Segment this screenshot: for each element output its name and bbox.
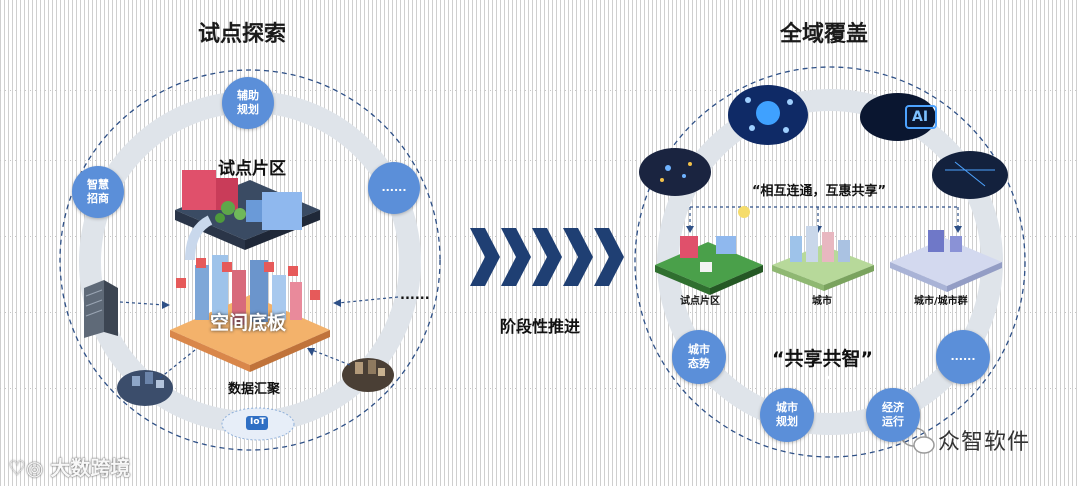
bulb-icon bbox=[738, 206, 750, 218]
right-title: 全域覆盖 bbox=[780, 16, 868, 48]
city-cluster-left bbox=[117, 370, 173, 406]
interconnect-quote: “相互连通，互惠共享” bbox=[752, 180, 886, 199]
ai-label: AI bbox=[912, 109, 928, 125]
left-building-illustration bbox=[84, 280, 118, 338]
right-more-bubble[interactable]: ...... bbox=[936, 330, 990, 384]
iot-label: IoT bbox=[250, 417, 266, 427]
smart-investment-bubble[interactable]: 智慧 招商 bbox=[72, 166, 124, 218]
stage-progress-label: 阶段性推进 bbox=[500, 313, 580, 337]
right-watermark: 众智软件 bbox=[938, 424, 1030, 456]
city-planning-bubble[interactable]: 城市 规划 bbox=[760, 388, 814, 442]
city-status-bubble[interactable]: 城市 态势 bbox=[672, 330, 726, 384]
left-watermark: ♡◎ 大数跨境 bbox=[8, 452, 130, 481]
left-watermark-text: 大数跨境 bbox=[50, 456, 130, 480]
pilot-zone-label: 试点片区 bbox=[218, 154, 286, 179]
economy-bubble[interactable]: 经济 运行 bbox=[866, 388, 920, 442]
circuit-image-right bbox=[932, 151, 1008, 199]
stage-city-label: 城市 bbox=[812, 292, 832, 307]
stage-city-cluster-label: 城市/城市群 bbox=[914, 292, 968, 307]
stage-pilot-label: 试点片区 bbox=[680, 292, 720, 307]
city-cluster-right bbox=[342, 358, 394, 392]
data-aggregation-label: 数据汇聚 bbox=[228, 378, 280, 397]
left-dots-label: ...... bbox=[400, 288, 430, 303]
cloud-network-image bbox=[728, 85, 808, 145]
progress-chevrons bbox=[470, 228, 624, 286]
spatial-base-label: 空间底板 bbox=[210, 308, 286, 335]
logo-icon: ♡◎ bbox=[8, 456, 50, 480]
left-title: 试点探索 bbox=[198, 16, 286, 48]
left-more-bubble[interactable]: ...... bbox=[368, 162, 420, 214]
connection-bracket bbox=[690, 207, 958, 228]
network-image-left bbox=[639, 148, 711, 196]
ring-accent bbox=[826, 376, 830, 380]
share-wisdom-quote: “共享共智” bbox=[772, 344, 873, 371]
stage-city-tile bbox=[772, 226, 874, 291]
assist-planning-bubble[interactable]: 辅助 规划 bbox=[222, 77, 274, 129]
